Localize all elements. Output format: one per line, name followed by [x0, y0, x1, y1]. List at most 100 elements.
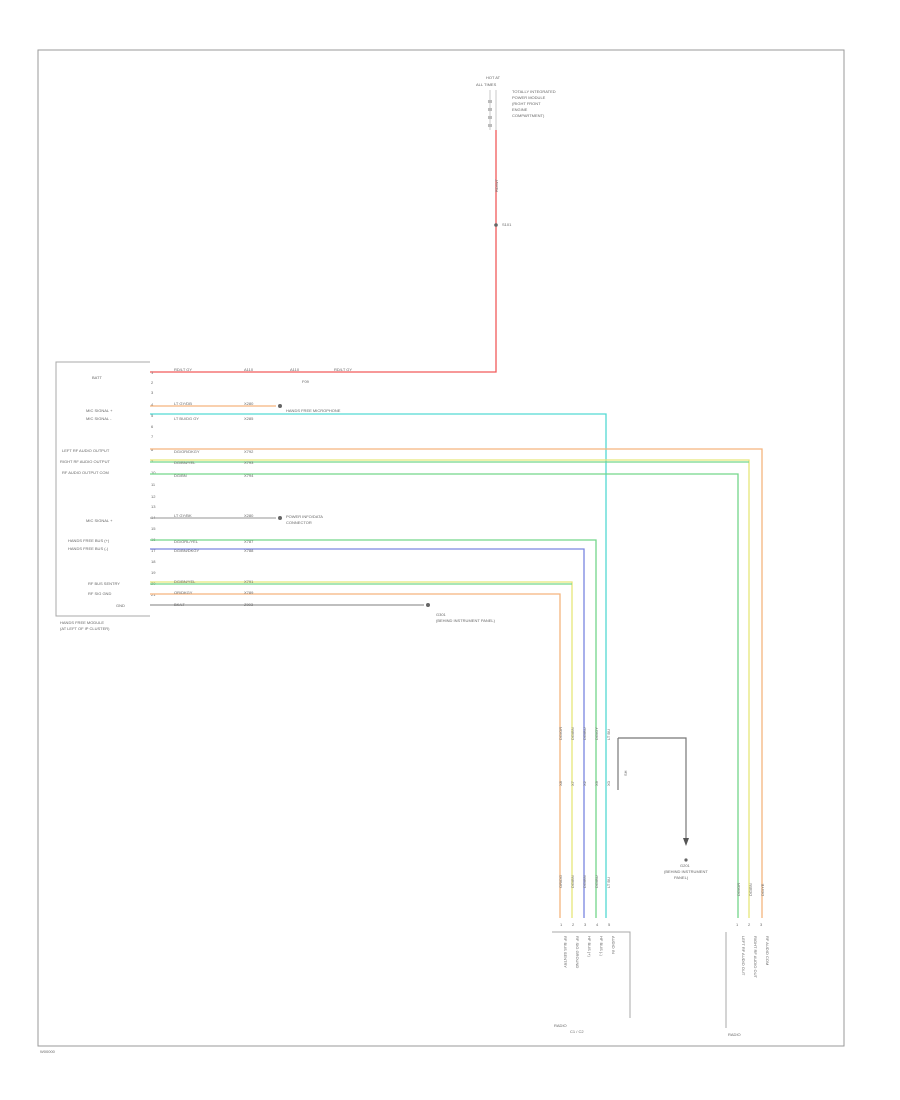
batt-feed-wire	[150, 130, 497, 373]
pin-2: 2	[151, 380, 154, 385]
radio-wire-code-1: DG/OR	[558, 727, 563, 740]
pin-4: 4	[151, 402, 154, 407]
radio-wire-code-3: DG/BU	[582, 727, 587, 740]
bus-neg-wire	[150, 548, 585, 918]
radio-connector-name-2: C1 / C2	[570, 1029, 584, 1034]
radio-bottom-code-5: LT BU	[606, 877, 611, 888]
pin-18: 18	[151, 559, 156, 564]
tipm-note-3: (RIGHT FRONT	[512, 101, 541, 106]
radio-bottom-code-3: DG/BN	[582, 875, 587, 888]
sig-gnd-color: OR/DKGY	[174, 590, 193, 595]
pin-13: 13	[151, 504, 156, 509]
radio-mid-code-2: X7	[570, 780, 575, 786]
radio-pin-5: 5	[608, 922, 611, 927]
rf-com-circuit: X794	[244, 473, 254, 478]
mic-pos-ref: HANDS FREE MICROPHONE	[286, 408, 341, 413]
right-rf-color: DG/BN/YEL	[174, 460, 196, 465]
second-connector-name: RADIO	[728, 1032, 741, 1037]
bus-neg-color: DG/BN/DKGY	[174, 548, 199, 553]
tipm-note-2: POWER MODULE	[512, 95, 546, 100]
sig-gnd-wire	[150, 593, 561, 918]
gnd-ref-1: G301	[436, 612, 447, 617]
radio-pin-4: 4	[596, 922, 599, 927]
mic-neg-circuit: X285	[244, 416, 254, 421]
pin-11: 11	[151, 482, 156, 487]
batt-wire-color: RD/LT GY	[174, 367, 192, 372]
radio-mid-code-3: X2	[582, 780, 587, 786]
pin-17: 17	[151, 548, 156, 553]
pin-3: 3	[151, 390, 154, 395]
pin-10: 10	[151, 470, 156, 475]
gnd-ref-2: (BEHIND INSTRUMENT PANEL)	[436, 618, 496, 623]
radio-connector: DG/OR DG/BN DG/BU DG/GY LT BU X8 X7 X2 X…	[552, 727, 708, 1034]
radio-mid-code-4: X9	[594, 780, 599, 786]
sentry-color: DG/BN/YEL	[174, 579, 196, 584]
radio-bottom-code-1: OR/DG	[558, 875, 563, 888]
label-mic2: MIC SIGNAL +	[86, 518, 113, 523]
label-rf-com: RF AUDIO OUTPUT COM	[62, 470, 109, 475]
label-right-rf: RIGHT RF AUDIO OUTPUT	[60, 459, 110, 464]
radio-pin-label-2: RF SIG GROUND	[575, 936, 580, 968]
left-rf-wire	[150, 448, 763, 918]
gnd-circuit: Z903	[244, 602, 254, 607]
mic-pos-color: LT GY/DB	[174, 401, 192, 406]
module-name-1: HANDS FREE MODULE	[60, 620, 104, 625]
second-pin-label-2: RIGHT RF AUDIO OUT	[753, 936, 758, 978]
diagram-frame	[37, 49, 845, 1047]
bus-pos-wire	[150, 539, 597, 918]
pin-6: 6	[151, 424, 154, 429]
mic2-circuit: X280	[244, 513, 254, 518]
batt-wire-mid: A110	[290, 367, 300, 372]
radio-pin-2: 2	[572, 922, 575, 927]
mic2-color: LT GY/BK	[174, 513, 192, 518]
radio-wire-code-2: DG/BN	[570, 727, 575, 740]
label-mic-neg: MIC SIGNAL -	[86, 416, 112, 421]
bus-neg-circuit: X788	[244, 548, 254, 553]
second-pin-1: 1	[736, 922, 739, 927]
radio-bottom-code-4: DG/BU	[594, 875, 599, 888]
pin-19: 19	[151, 570, 156, 575]
all-times-label: ALL TIMES	[476, 82, 497, 87]
second-pin-3: 3	[760, 922, 763, 927]
mic2-ref-1: POWER INFO/DATA	[286, 514, 323, 519]
sentry-circuit: X791	[244, 579, 254, 584]
sentry-wire	[150, 581, 573, 918]
radio-mid-code-5: X0	[606, 780, 611, 786]
radio-pin-label-5: AUDIO IN	[611, 936, 616, 954]
batt-feed-wire-code: RD/WT	[494, 178, 499, 192]
ground-label-3: PANEL)	[674, 875, 689, 880]
left-rf-color: DG/OR/DKGY	[174, 449, 200, 454]
tipm-note-4: ENGINE	[512, 107, 528, 112]
label-batt: BATT	[92, 375, 102, 380]
mic-neg-wire	[150, 413, 607, 918]
pin-7: 7	[151, 434, 154, 439]
shield-label: SH	[623, 770, 628, 776]
batt-wire-after: RD/LT GY	[334, 367, 352, 372]
shield-drain-wire	[618, 737, 687, 840]
hot-source: HOT AT ALL TIMES TOTALLY INTEGRATED POWE…	[476, 75, 556, 130]
second-pin-label-3: RF AUDIO COM	[765, 936, 770, 965]
second-pin-2: 2	[748, 922, 751, 927]
second-wire-code-1: DG/OR	[736, 883, 741, 896]
right-rf-circuit: X793	[244, 460, 254, 465]
pin-12: 12	[151, 494, 156, 499]
mic-pos-circuit: X280	[244, 401, 254, 406]
label-bus-neg: HANDS FREE BUS (-)	[68, 546, 109, 551]
right-rf-wire	[150, 459, 750, 918]
radio-pin-label-3: HF BUS (+)	[587, 936, 592, 957]
mic-neg-color: LT BU/DG GY	[174, 416, 199, 421]
radio-bottom-code-2: DG/BN	[570, 875, 575, 888]
rf-com-color: DG/BN	[174, 473, 187, 478]
label-sig-gnd: RF SIG GND	[88, 591, 111, 596]
radio-pin-label-4: HF BUS (-)	[599, 936, 604, 956]
tipm-note-1: TOTALLY INTEGRATED	[512, 89, 556, 94]
label-gnd: GND	[116, 603, 125, 608]
radio-connector-name-1: RADIO	[554, 1023, 567, 1028]
label-sentry: RF BUS SENTRY	[88, 581, 120, 586]
batt-wire-circuit: A110	[244, 367, 254, 372]
bus-pos-circuit: X787	[244, 539, 254, 544]
pin-1: 1	[151, 370, 154, 375]
radio-mid-code-1: X8	[558, 780, 563, 786]
hands-free-module: HANDS FREE MODULE (AT LEFT OF IP CLUSTER…	[55, 361, 156, 631]
